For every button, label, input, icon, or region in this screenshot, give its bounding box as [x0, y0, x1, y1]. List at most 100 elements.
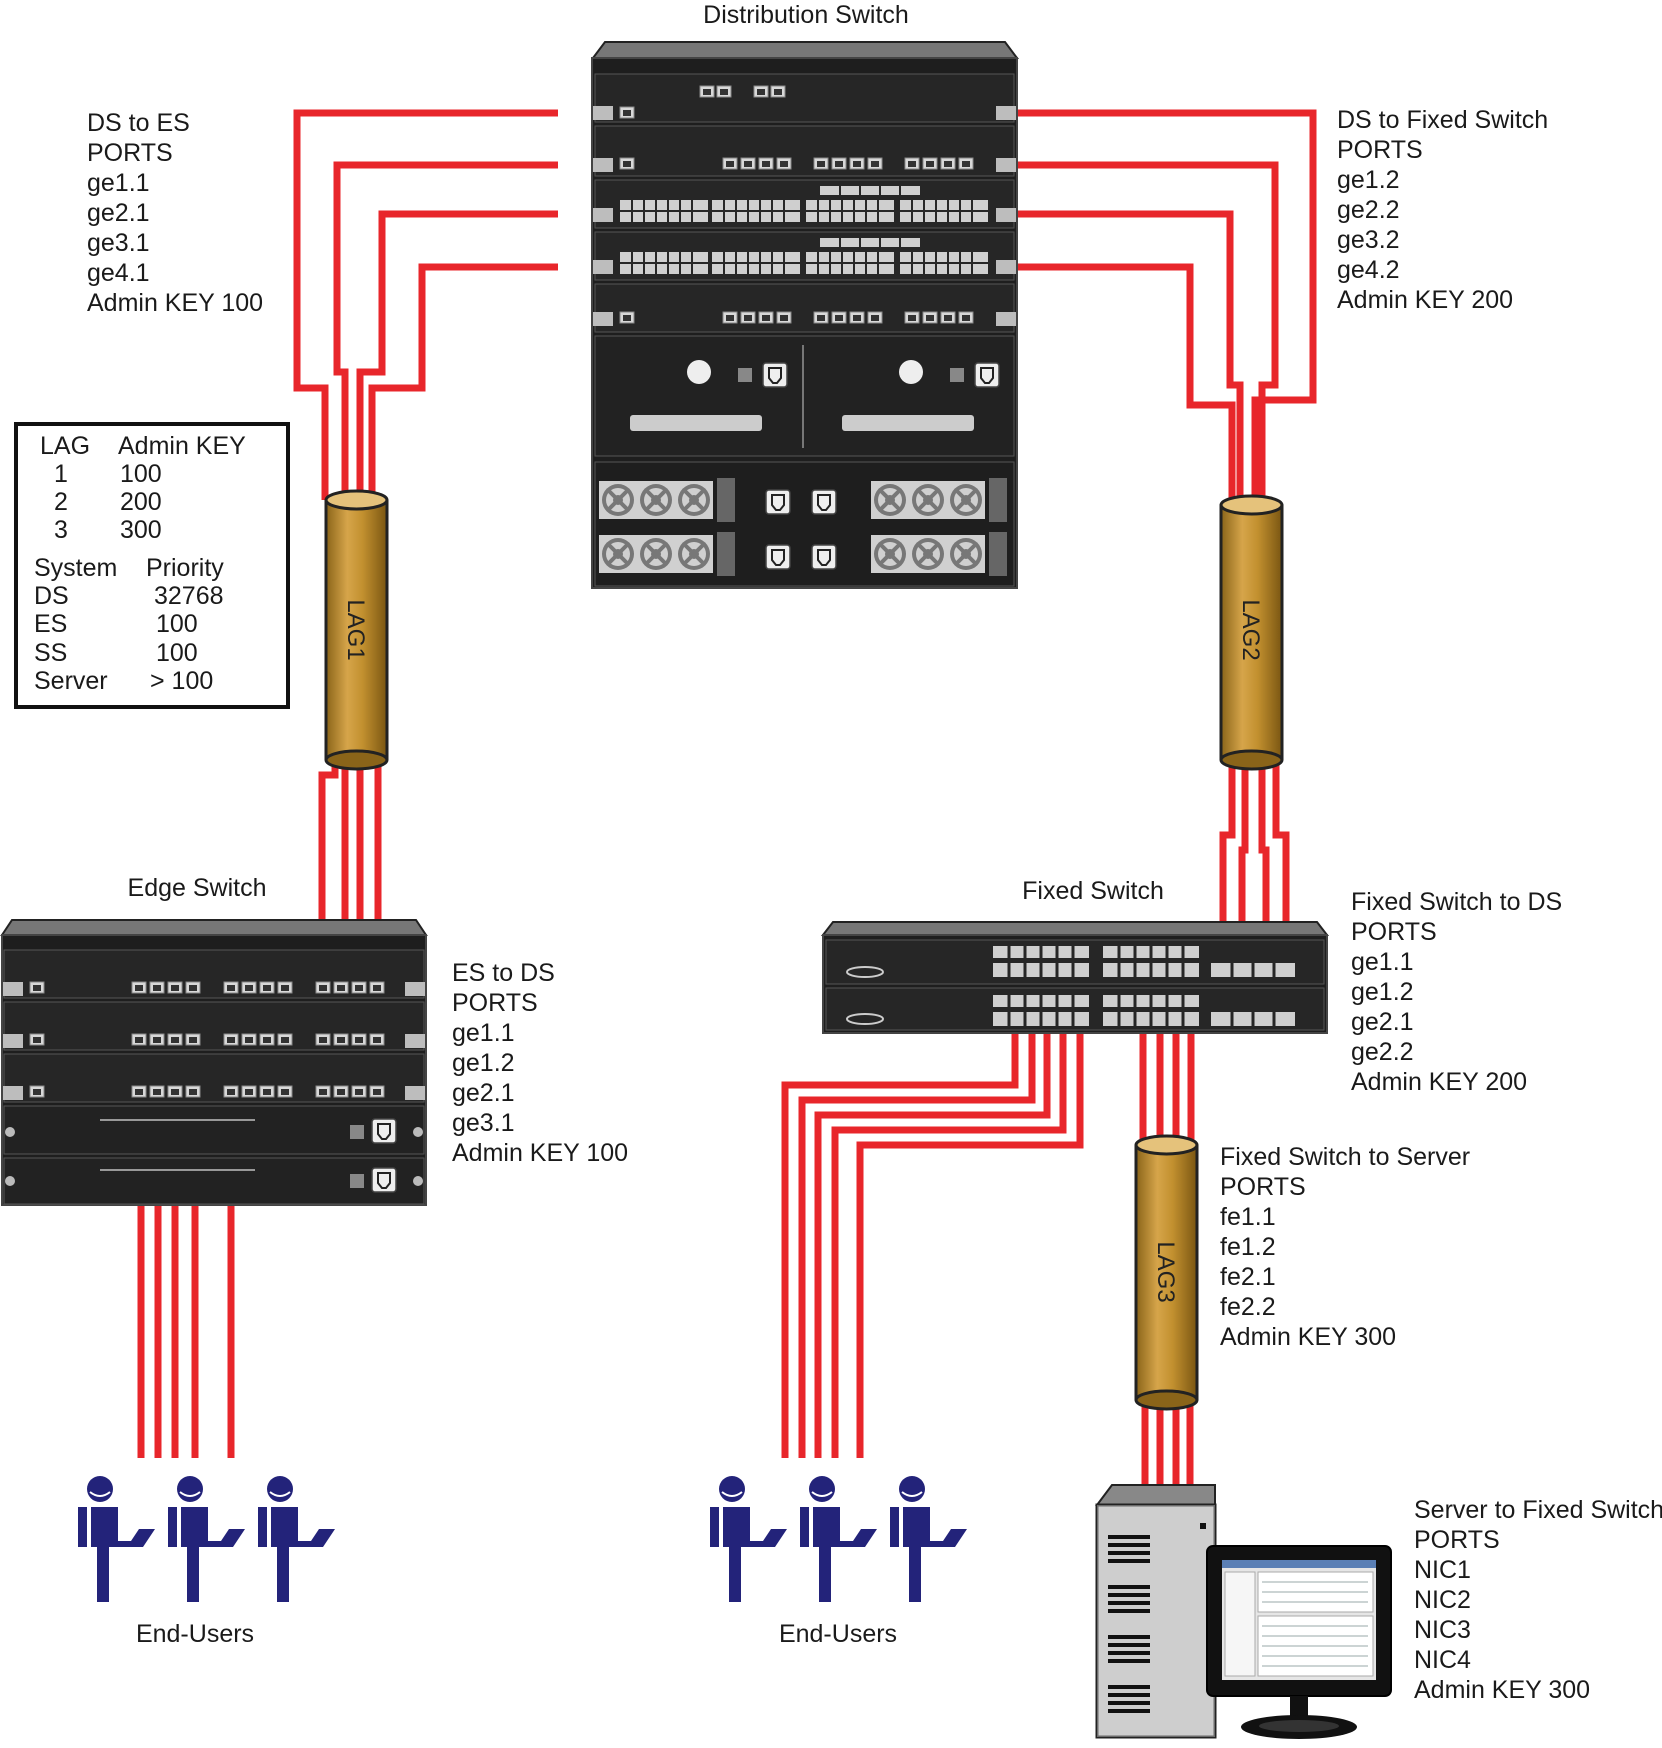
- fixed-to-server-ports: Fixed Switch to Server PORTS fe1.1 fe1.2…: [1220, 1143, 1470, 1351]
- distribution-switch-title: Distribution Switch: [703, 1, 909, 29]
- cable-ds-es-2: [333, 161, 558, 500]
- distribution-switch: [591, 41, 1019, 589]
- end-user-icon: [709, 1475, 788, 1603]
- port-block-line: ge1.1: [87, 169, 150, 197]
- legend-priority-value: > 100: [150, 667, 213, 695]
- fixed-switch-title: Fixed Switch: [1022, 877, 1164, 905]
- port-block-line: ge1.1: [452, 1019, 515, 1047]
- legend-lag-value: 3: [54, 516, 68, 544]
- end-user-icon: [257, 1475, 336, 1603]
- fixed-switch: [820, 921, 1330, 1034]
- server: [1095, 1484, 1217, 1739]
- cable-ds-fs-1: [1015, 109, 1317, 500]
- port-block-line: ge1.2: [452, 1049, 515, 1077]
- ds-to-fixed-ports: DS to Fixed Switch PORTS ge1.2 ge2.2 ge3…: [1337, 106, 1548, 314]
- legend-priority-value: 100: [156, 610, 198, 638]
- cable-user-r4: [831, 945, 1067, 1458]
- end-user-icon: [889, 1475, 968, 1603]
- port-block-line: ge4.1: [87, 259, 150, 287]
- port-block-line: PORTS: [1337, 136, 1423, 164]
- port-block-line: Admin KEY 300: [1414, 1676, 1590, 1704]
- end-user-icon: [799, 1475, 878, 1603]
- lag2-sleeve: LAG2: [1219, 494, 1284, 771]
- port-block-line: DS to ES: [87, 109, 190, 137]
- cable-ds-es-4: [368, 263, 558, 500]
- port-block-line: fe2.1: [1220, 1263, 1276, 1291]
- port-block-line: DS to Fixed Switch: [1337, 106, 1548, 134]
- cable-fs-3: [1258, 760, 1270, 955]
- port-block-line: fe1.1: [1220, 1203, 1276, 1231]
- end-users-right-title: End-Users: [779, 1620, 897, 1648]
- port-block-line: Admin KEY 300: [1220, 1323, 1396, 1351]
- port-block-line: Fixed Switch to Server: [1220, 1143, 1470, 1171]
- legend-key-value: 200: [120, 488, 162, 516]
- end-user-icon: [77, 1475, 156, 1603]
- port-block-line: ES to DS: [452, 959, 555, 987]
- edge-switch-title: Edge Switch: [128, 874, 267, 902]
- legend-system-header: System: [34, 554, 117, 582]
- cable-user-r5: [856, 945, 1084, 1458]
- server-to-fixed-ports: Server to Fixed Switch PORTS NIC1 NIC2 N…: [1414, 1496, 1662, 1704]
- port-block-line: Admin KEY 100: [452, 1139, 628, 1167]
- legend-system-value: DS: [34, 582, 69, 610]
- port-block-line: ge2.1: [87, 199, 150, 227]
- legend-lag-value: 2: [54, 488, 68, 516]
- legend-system-value: Server: [34, 667, 108, 695]
- end-users-left-group: [77, 1475, 336, 1603]
- lag1-sleeve: LAG1: [324, 489, 389, 771]
- cables: [137, 109, 1317, 1485]
- legend-system-value: ES: [34, 610, 67, 638]
- legend-lag-value: 1: [54, 460, 68, 488]
- port-block-line: NIC4: [1414, 1646, 1471, 1674]
- port-block-line: NIC1: [1414, 1556, 1471, 1584]
- port-block-line: ge2.2: [1337, 196, 1400, 224]
- lag3-sleeve: LAG3: [1134, 1134, 1199, 1411]
- legend-priority-value: 100: [156, 639, 198, 667]
- port-block-line: ge2.1: [1351, 1008, 1414, 1036]
- legend-key-value: 300: [120, 516, 162, 544]
- port-block-line: ge2.1: [452, 1079, 515, 1107]
- ds-to-es-ports: DS to ES PORTS ge1.1 ge2.1 ge3.1 ge4.1 A…: [87, 109, 263, 317]
- legend-priority-header: Priority: [146, 554, 224, 582]
- port-block-line: ge3.1: [452, 1109, 515, 1137]
- cable-ds-fs-3: [1015, 210, 1244, 500]
- es-to-ds-ports: ES to DS PORTS ge1.1 ge1.2 ge2.1 ge3.1 A…: [452, 959, 628, 1167]
- lag2-label: LAG2: [1237, 599, 1264, 660]
- port-block-line: ge4.2: [1337, 256, 1400, 284]
- port-block-line: PORTS: [1351, 918, 1437, 946]
- port-block-line: PORTS: [1414, 1526, 1500, 1554]
- cable-ds-fs-2: [1015, 161, 1279, 500]
- cable-ds-es-3: [356, 210, 558, 500]
- end-users-left-title: End-Users: [136, 1620, 254, 1648]
- lag1-label: LAG1: [342, 599, 369, 660]
- port-block-line: Admin KEY 200: [1351, 1068, 1527, 1096]
- legend-system-value: SS: [34, 639, 67, 667]
- port-block-line: Server to Fixed Switch: [1414, 1496, 1662, 1524]
- cable-fs-2: [1238, 760, 1249, 955]
- port-block-line: PORTS: [452, 989, 538, 1017]
- edge-switch: [0, 919, 428, 1206]
- port-block-line: Admin KEY 200: [1337, 286, 1513, 314]
- end-user-icon: [167, 1475, 246, 1603]
- port-block-line: ge1.2: [1351, 978, 1414, 1006]
- port-block-line: NIC3: [1414, 1616, 1471, 1644]
- cable-fs-1: [1219, 760, 1236, 955]
- end-users-right-group: [709, 1475, 968, 1603]
- port-block-line: Admin KEY 100: [87, 289, 263, 317]
- port-block-line: ge3.1: [87, 229, 150, 257]
- port-block-line: PORTS: [1220, 1173, 1306, 1201]
- legend-priority-value: 32768: [154, 582, 224, 610]
- fixed-to-ds-ports: Fixed Switch to DS PORTS ge1.1 ge1.2 ge2…: [1351, 888, 1562, 1096]
- monitor: [1206, 1545, 1392, 1739]
- cable-fs-4: [1272, 760, 1290, 955]
- port-block-line: ge1.1: [1351, 948, 1414, 976]
- port-block-line: ge3.2: [1337, 226, 1400, 254]
- port-block-line: NIC2: [1414, 1586, 1471, 1614]
- port-block-line: ge1.2: [1337, 166, 1400, 194]
- legend-box: LAG Admin KEY 1 100 2 200 3 300 System P…: [14, 422, 290, 709]
- port-block-line: ge2.2: [1351, 1038, 1414, 1066]
- port-block-line: fe2.2: [1220, 1293, 1276, 1321]
- port-block-line: PORTS: [87, 139, 173, 167]
- port-block-line: fe1.2: [1220, 1233, 1276, 1261]
